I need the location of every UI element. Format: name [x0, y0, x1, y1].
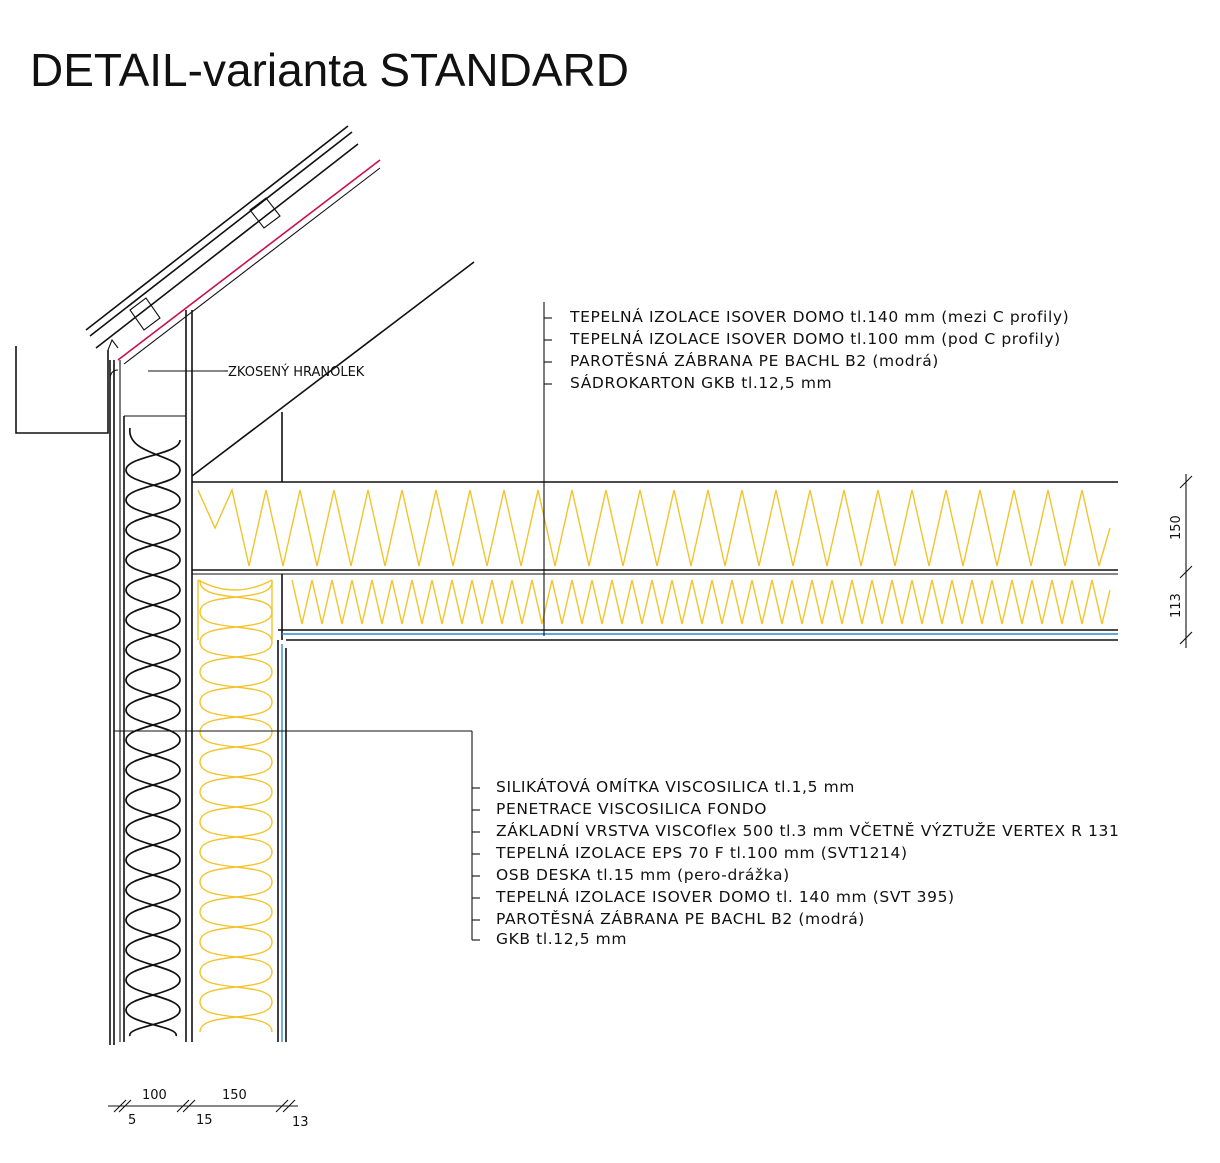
gutter [15, 338, 119, 434]
ridge-label: ZKOSENÝ HRANOLEK [228, 364, 365, 380]
ceiling-layer-4: SÁDROKARTON GKB tl.12,5 mm [570, 373, 832, 392]
dim-100-label: 100 [142, 1088, 167, 1103]
dim-113-label: 113 [1169, 593, 1184, 618]
wall-callout: SILIKÁTOVÁ OMÍTKA VISCOSILICA tl.1,5 mm … [114, 730, 1119, 948]
wall-layer-3: ZÁKLADNÍ VRSTVA VISCOflex 500 tl.3 mm VČ… [496, 821, 1119, 840]
ceiling-layer-1: TEPELNÁ IZOLACE ISOVER DOMO tl.140 mm (m… [569, 307, 1069, 326]
ridge-label-leader: ZKOSENÝ HRANOLEK [148, 364, 365, 380]
ceiling-callout: TEPELNÁ IZOLACE ISOVER DOMO tl.140 mm (m… [543, 302, 1069, 636]
wall-layer-5: OSB DESKA tl.15 mm (pero-drážka) [496, 866, 790, 884]
wall-layer-7: PAROTĚSNÁ ZÁBRANA PE BACHL B2 (modrá) [496, 909, 865, 928]
wall-layer-2: PENETRACE VISCOSILICA FONDO [496, 800, 767, 818]
dim-150-label: 150 [1169, 515, 1184, 540]
roof-structure [85, 125, 475, 482]
dimension-right: 150 113 [1169, 474, 1193, 648]
wall-layer-4: TEPELNÁ IZOLACE EPS 70 F tl.100 mm (SVT1… [495, 843, 908, 862]
wall-isover-insulation [199, 579, 287, 1042]
dim-13-label: 13 [292, 1115, 309, 1130]
eps-insulation [125, 427, 181, 1037]
ceiling-layer-3: PAROTĚSNÁ ZÁBRANA PE BACHL B2 (modrá) [570, 351, 939, 370]
ceiling-layer-2: TEPELNÁ IZOLACE ISOVER DOMO tl.100 mm (p… [569, 329, 1061, 348]
dim-150-bottom-label: 150 [222, 1088, 247, 1103]
wall-outer-layers [109, 310, 193, 1045]
dimension-bottom: 100 150 5 15 13 [108, 1088, 309, 1130]
wall-layer-6: TEPELNÁ IZOLACE ISOVER DOMO tl. 140 mm (… [495, 887, 955, 906]
dim-5-label: 5 [128, 1113, 136, 1128]
wall-layer-8: GKB tl.12,5 mm [496, 930, 627, 948]
dim-15-label: 15 [196, 1113, 213, 1128]
page-title: DETAIL-varianta STANDARD [30, 44, 629, 96]
ceiling-structure [192, 481, 1118, 641]
wall-layer-1: SILIKÁTOVÁ OMÍTKA VISCOSILICA tl.1,5 mm [496, 777, 855, 796]
